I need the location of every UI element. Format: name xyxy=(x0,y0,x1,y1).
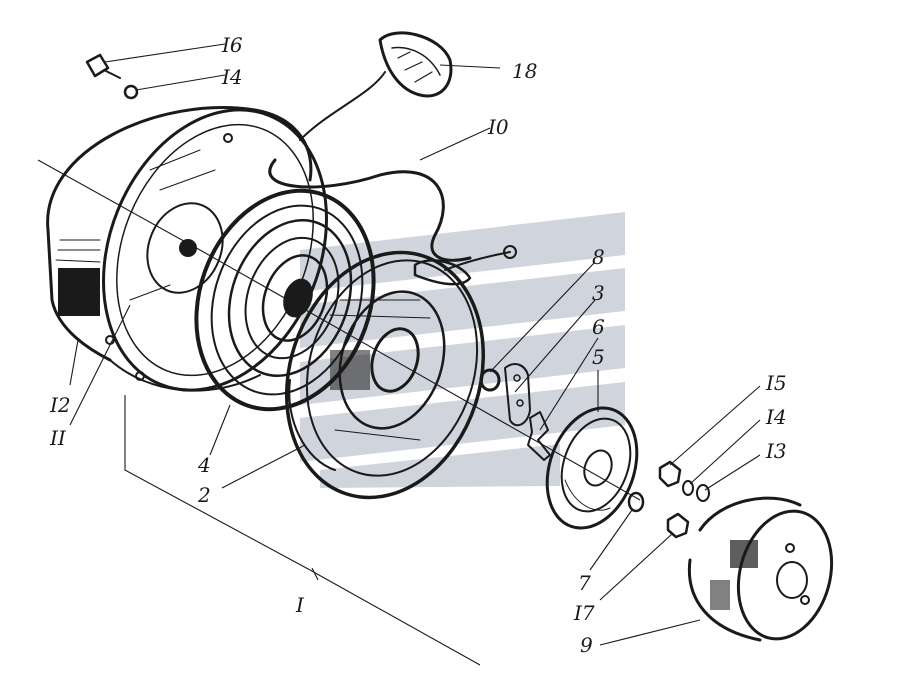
label-18: 18 xyxy=(512,59,537,83)
label-14-right: I4 xyxy=(765,405,787,429)
label-10: I0 xyxy=(487,115,509,139)
label-leaders xyxy=(69,43,761,646)
housing-part xyxy=(46,106,328,392)
label-13: I3 xyxy=(765,439,787,463)
center-axis-lines xyxy=(37,159,641,501)
cord-handle-part xyxy=(378,31,453,98)
label-7: 7 xyxy=(578,571,591,595)
label-8: 8 xyxy=(592,245,605,269)
starter-cord-part xyxy=(268,71,517,286)
label-17: I7 xyxy=(573,601,595,625)
assembly-bracket xyxy=(124,395,481,666)
bolt-part-top xyxy=(85,53,139,100)
washer-part-7 xyxy=(627,491,645,513)
label-2: 2 xyxy=(197,483,211,507)
pulley-part xyxy=(284,250,486,500)
label-3: 3 xyxy=(592,281,605,305)
label-5: 5 xyxy=(592,345,605,369)
label-9: 9 xyxy=(580,633,593,657)
fastener-set-right xyxy=(658,460,710,539)
label-1: I xyxy=(295,593,305,617)
label-15: I5 xyxy=(765,371,787,395)
watermark-logo xyxy=(300,212,625,488)
label-11: II xyxy=(49,426,67,450)
label-4: 4 xyxy=(197,453,211,477)
part-labels: I6 I4 18 I0 8 3 6 5 I5 I4 I3 I2 II 4 2 7… xyxy=(49,33,787,657)
label-12: I2 xyxy=(49,393,71,417)
ratchet-cup-part xyxy=(687,496,834,642)
label-14-top: I4 xyxy=(221,65,243,89)
drive-plate-part xyxy=(545,406,639,530)
pawl-parts xyxy=(479,363,551,461)
label-16: I6 xyxy=(221,33,243,57)
label-6: 6 xyxy=(592,315,605,339)
